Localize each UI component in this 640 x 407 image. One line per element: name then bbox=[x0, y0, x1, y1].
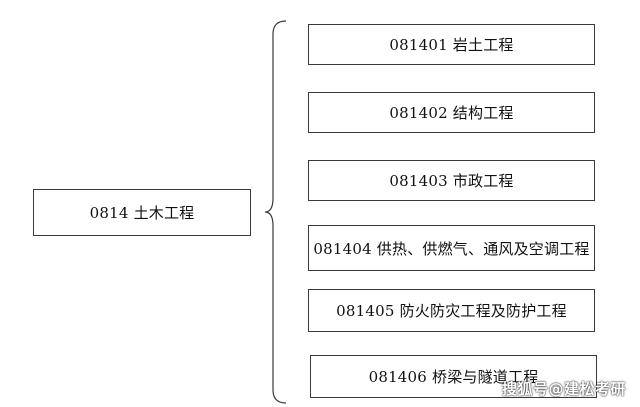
hierarchy-bracket bbox=[264, 20, 287, 404]
child-node-box: 081402 结构工程 bbox=[308, 92, 595, 133]
watermark-text: 搜狐号@建松考研 bbox=[501, 380, 626, 398]
child-node-box: 081406 桥梁与隧道工程 bbox=[310, 355, 597, 398]
root-node-label: 0814 土木工程 bbox=[89, 204, 195, 222]
child-node-label: 081404 供热、供燃气、通风及空调工程 bbox=[313, 239, 590, 258]
child-node-box: 081404 供热、供燃气、通风及空调工程 bbox=[308, 225, 595, 271]
child-node-label: 081406 桥梁与隧道工程 bbox=[368, 368, 539, 386]
child-node-label: 081401 岩土工程 bbox=[389, 36, 514, 54]
child-node-box: 081405 防火防灾工程及防护工程 bbox=[308, 289, 595, 332]
child-node-box: 081401 岩土工程 bbox=[308, 24, 595, 65]
child-node-label: 081403 市政工程 bbox=[389, 172, 514, 190]
root-node-box: 0814 土木工程 bbox=[33, 189, 251, 236]
child-node-label: 081405 防火防灾工程及防护工程 bbox=[336, 302, 567, 320]
child-node-label: 081402 结构工程 bbox=[389, 104, 514, 122]
child-node-box: 081403 市政工程 bbox=[308, 160, 595, 201]
